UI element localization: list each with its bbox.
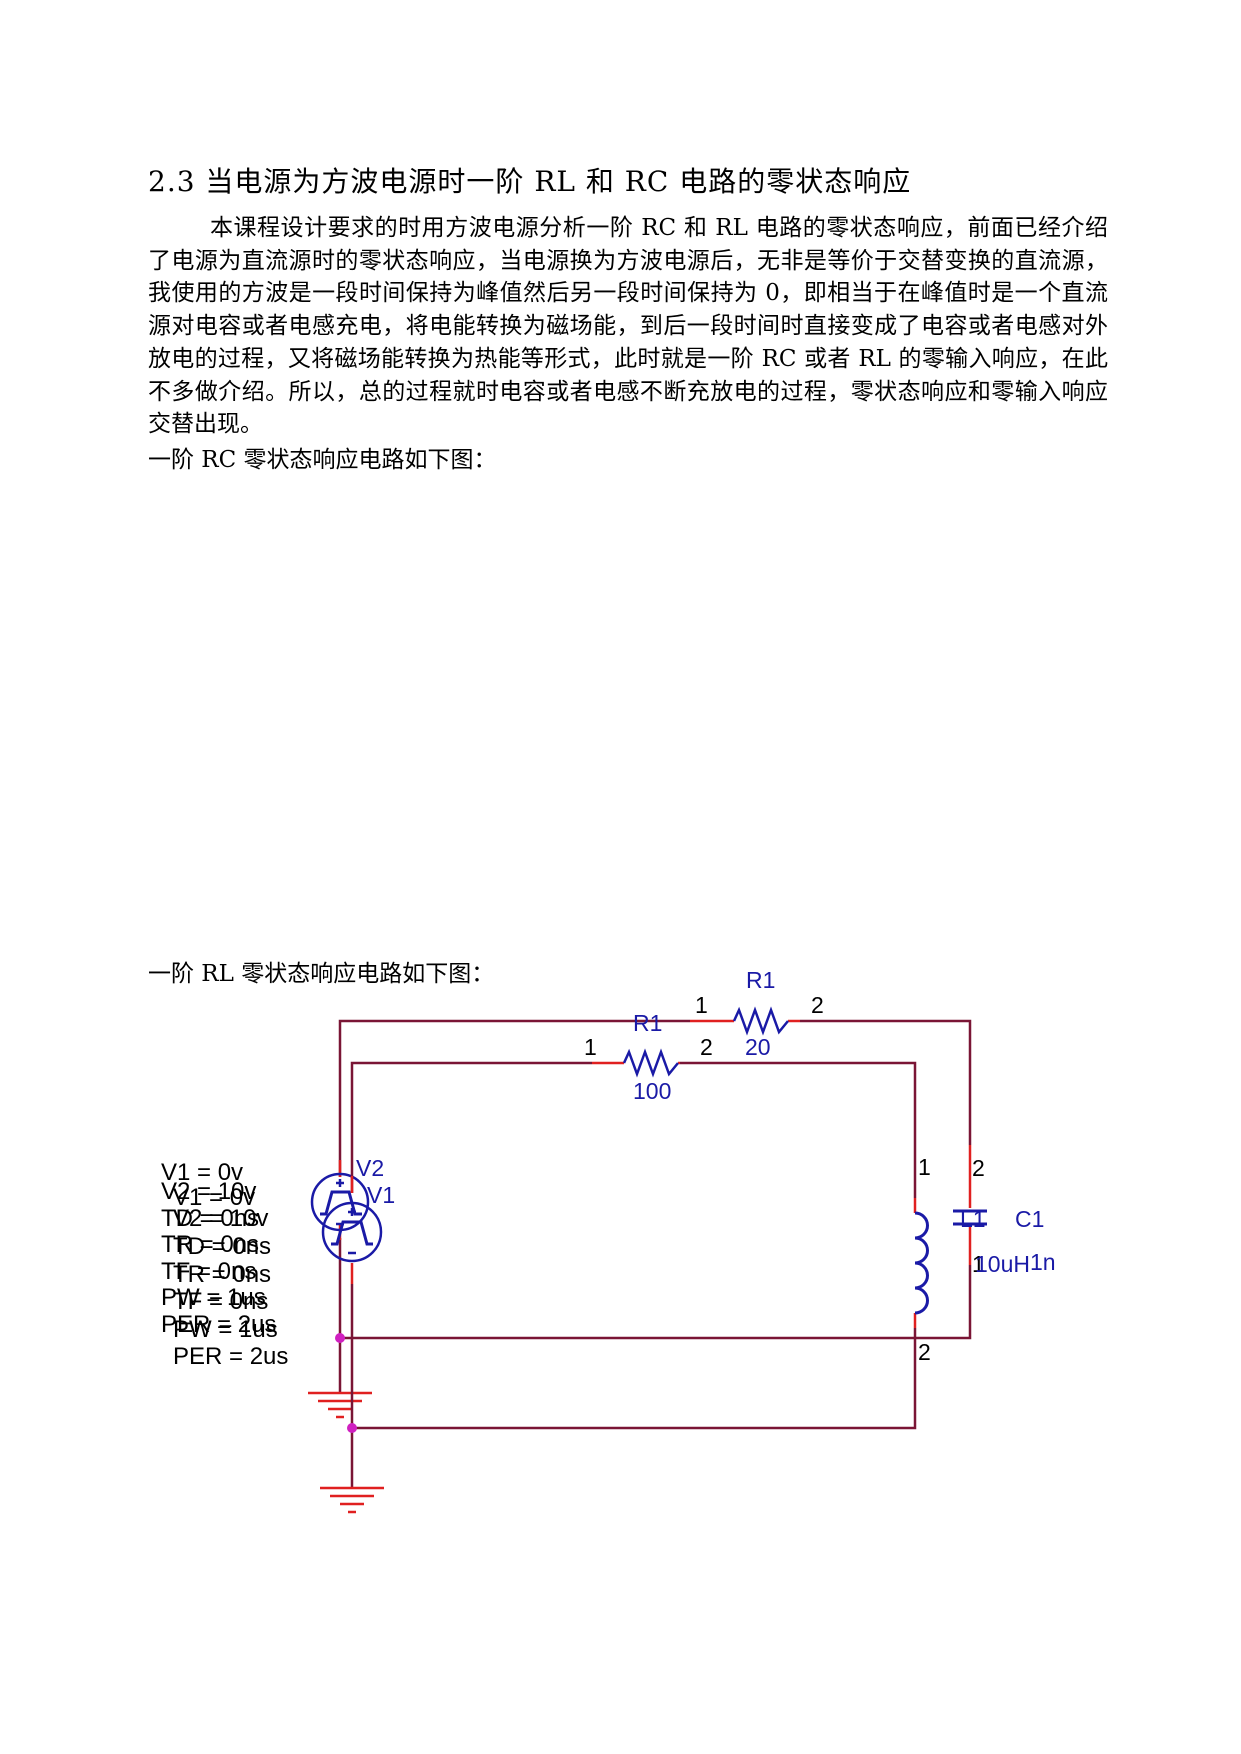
v2-param: V2 = 10v: [161, 1178, 256, 1205]
section-heading: 2.3 当电源为方波电源时一阶 RL 和 RC 电路的零状态响应: [148, 165, 912, 198]
v2-param: PER = 2us: [161, 1311, 276, 1338]
v2-name: V2: [356, 1155, 384, 1181]
rc-circuit-schematic: R1 1 2 20 2 1 C1 1n V2 V1 = 0v V2 = 10v …: [161, 967, 1056, 1419]
rl-circuit-caption: 一阶 RL 零状态响应电路如下图：: [148, 961, 495, 987]
r1-resistor-symbol: [622, 1048, 679, 1078]
v2-parameters: V1 = 0v V2 = 10v TD = 0ns TR = 0ns TF = …: [161, 1159, 276, 1338]
rc-circuit-caption: 一阶 RC 零状态响应电路如下图：: [148, 447, 497, 473]
v1-param: V1 = 0v: [173, 1184, 255, 1211]
v1-param: PER = 2us: [173, 1343, 288, 1370]
v2-param: TD = 0ns: [161, 1205, 259, 1232]
r1-value: 20: [745, 1034, 771, 1060]
r1-name: R1: [633, 1010, 662, 1036]
l1-pin-top: 1: [918, 1154, 931, 1180]
v1-param: V2 = 10v: [173, 1205, 268, 1232]
r1-value: 100: [633, 1078, 671, 1104]
rl-wire: [350, 1061, 917, 1430]
v1-parameters: V1 = 0v V2 = 10v TD = 0ns TR = 0ns TF = …: [173, 1184, 288, 1370]
v2-param: TF = 0ns: [161, 1258, 256, 1285]
v1-param: PW = 1us: [173, 1316, 278, 1343]
v1-param: TD = 0ns: [173, 1233, 271, 1260]
r1-name: R1: [746, 967, 775, 993]
l1-name: L1: [960, 1206, 986, 1232]
l1-inductor-symbol: [914, 1211, 929, 1315]
rl-circuit-schematic: R1 1 2 100 1 2 L1 10uH V1 V1 = 0v V2 = 1…: [173, 1010, 1030, 1514]
c1-value: 1n: [1030, 1249, 1056, 1275]
r1-pin1: 1: [584, 1034, 597, 1060]
rl-ground-symbol: [320, 1486, 384, 1514]
c1-name: C1: [1015, 1206, 1044, 1232]
l1-pin-bottom: 2: [918, 1339, 931, 1365]
v2-param: PW = 1us: [161, 1284, 266, 1311]
v1-param: TF = 0ns: [173, 1288, 268, 1315]
v1-param: TR = 0ns: [173, 1261, 271, 1288]
r1-pin2: 2: [811, 992, 824, 1018]
r1-resistor-symbol: [732, 1006, 789, 1036]
c1-capacitor-symbol: [953, 1209, 987, 1226]
c1-pin-top: 2: [972, 1155, 985, 1181]
rc-ground-node: [335, 1333, 345, 1343]
r1-pin1: 1: [695, 992, 708, 1018]
rc-wire: [338, 1019, 972, 1340]
v2-param: TR = 0ns: [161, 1231, 259, 1258]
rl-ground-node: [347, 1423, 357, 1433]
c1-pin-bottom: 1: [972, 1251, 985, 1277]
v1-pulse-source-symbol: [321, 1201, 383, 1263]
l1-value: 10uH: [975, 1251, 1030, 1277]
v1-name: V1: [367, 1182, 395, 1208]
rc-ground-symbol: [308, 1391, 372, 1419]
v2-param: V1 = 0v: [161, 1159, 243, 1186]
r1-pin2: 2: [700, 1034, 713, 1060]
body-paragraph: 本课程设计要求的时用方波电源分析一阶 RC 和 RL 电路的零状态响应，前面已经…: [148, 215, 1108, 438]
